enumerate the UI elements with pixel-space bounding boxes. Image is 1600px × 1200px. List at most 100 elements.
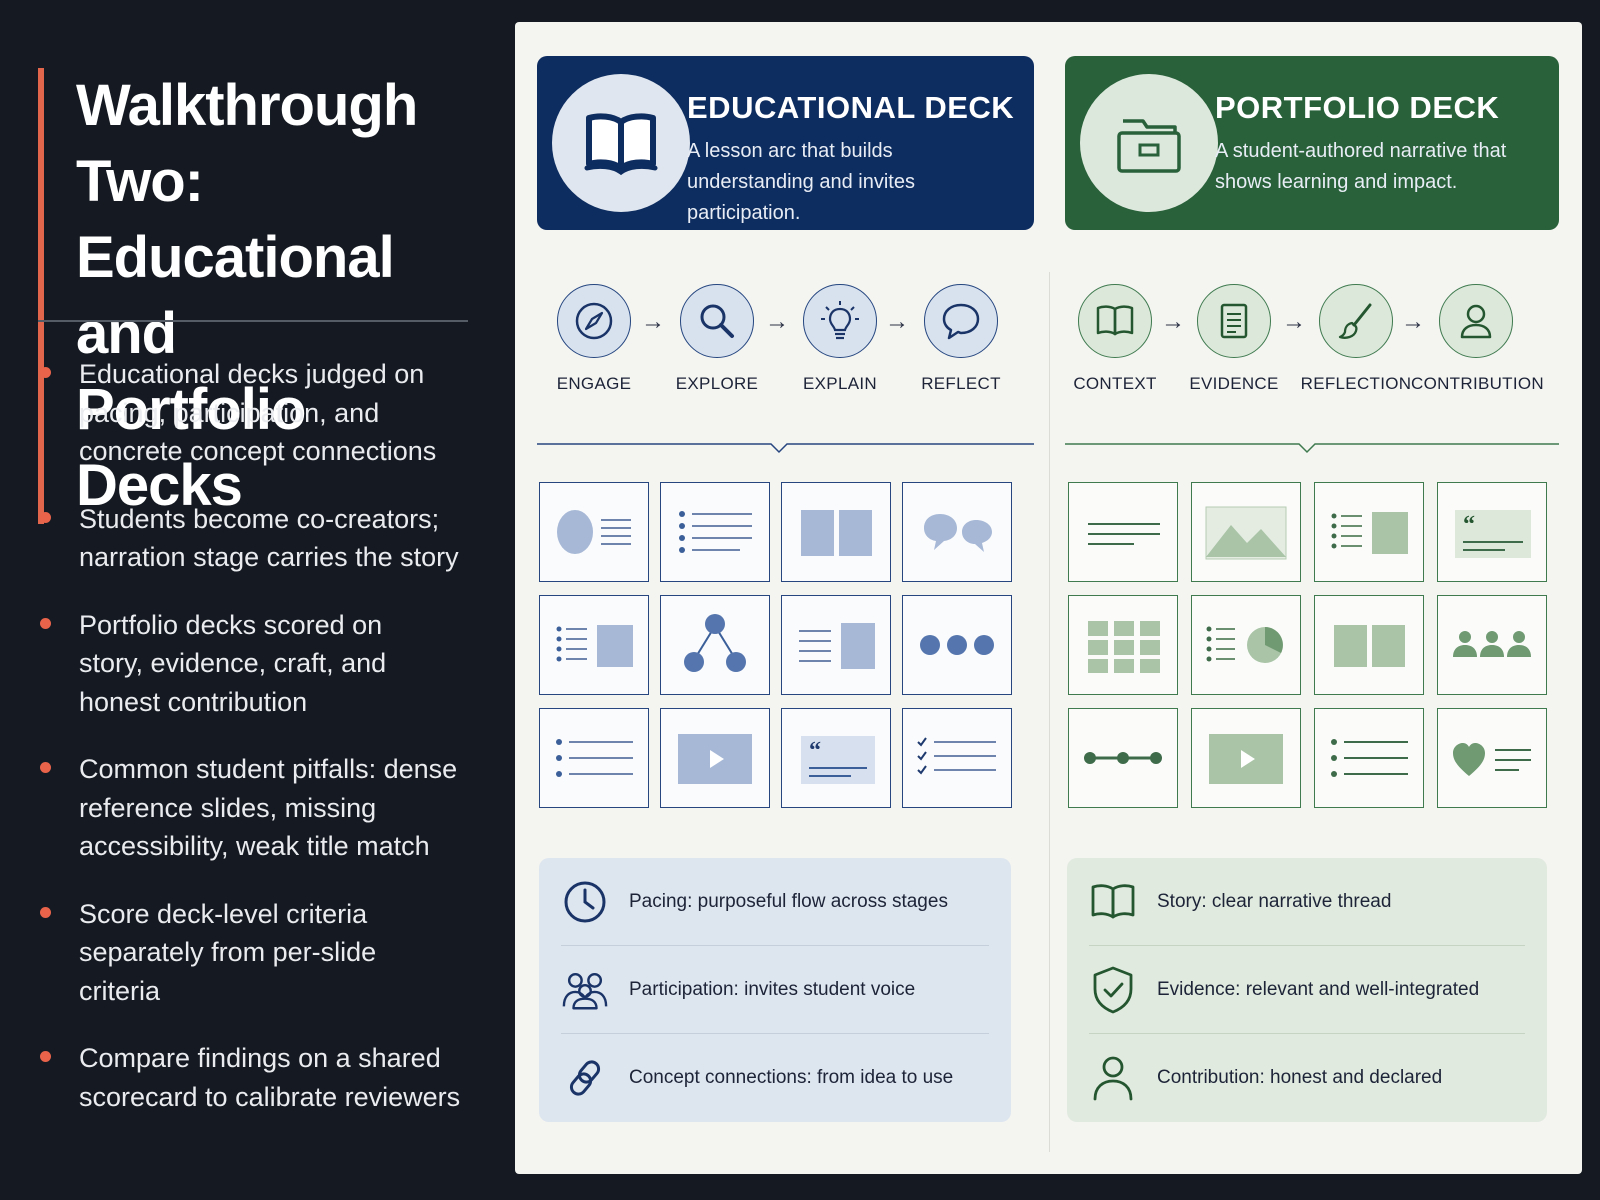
bullet-text-line: concrete concept connections	[79, 436, 437, 466]
list-pie-chart-slide-icon	[1191, 595, 1301, 695]
title-line: Portfolio Decks	[76, 377, 306, 518]
quote-card-slide-icon: “	[1437, 482, 1547, 582]
arrow-right-icon: →	[641, 308, 665, 335]
stage-label: REFLECT	[921, 374, 1001, 393]
bullet-item: Students become co-creators; narration s…	[38, 500, 488, 577]
educational-deck-description: A lesson arc that builds understanding a…	[687, 140, 915, 224]
stage-explore: EXPLORE	[652, 284, 782, 394]
stage-label: EXPLAIN	[803, 374, 877, 393]
bullet-item: Common student pitfalls: dense reference…	[38, 750, 488, 866]
stage-evidence: EVIDENCE	[1169, 284, 1299, 394]
stage-context: CONTEXT	[1050, 284, 1180, 394]
portfolio-deck-title: PORTFOLIO DECK	[1215, 90, 1500, 125]
bullet-text-line: Students become co-creators;	[79, 503, 440, 534]
criterion-row: Evidence: relevant and well-integrated	[1089, 946, 1525, 1034]
bullet-dot-icon	[40, 367, 51, 378]
open-book-icon	[1089, 878, 1137, 926]
speech-bubble-icon	[924, 284, 998, 358]
criterion-row: Participation: invites student voice	[561, 946, 989, 1034]
bullet-text-line: Educational decks judged on	[79, 359, 425, 389]
portfolio-stage-flow: CONTEXT → EVIDENCE → REFLECTION → CONTRI…	[1065, 284, 1559, 434]
dialogue-bubbles-slide-icon	[902, 482, 1012, 582]
clock-icon	[561, 878, 609, 926]
stage-label: REFLECTION	[1300, 374, 1412, 393]
stage-label: ENGAGE	[556, 374, 632, 393]
bullet-text-line: story, evidence, craft, and	[79, 648, 387, 678]
bullet-text-line: criteria	[79, 975, 161, 1006]
arrow-right-icon: →	[1161, 308, 1185, 335]
criterion-text: Participation: invites student voice	[629, 978, 916, 1000]
timeline-slide-icon	[1068, 708, 1178, 808]
bullet-text-line: Common student pitfalls: dense	[79, 754, 458, 784]
criterion-text: Story: clear narrative thread	[1157, 890, 1392, 912]
open-book-icon	[1078, 284, 1152, 358]
svg-text:“: “	[1463, 512, 1475, 538]
checklist-slide-icon	[902, 708, 1012, 808]
bullet-text-line: separately from per-slide	[79, 937, 377, 967]
educational-stage-flow: ENGAGE → EXPLORE → EXPLAIN → REFLECT	[537, 284, 1034, 434]
bullet-item: Score deck-level criteria separately fro…	[38, 895, 488, 1011]
quote-card-slide-icon: “	[781, 708, 891, 808]
slide-title: Walkthrough Two: Educational and Portfol…	[38, 68, 478, 524]
bullet-text-line: Portfolio decks scored on	[79, 609, 383, 640]
list-image-slide-icon	[539, 595, 649, 695]
link-icon	[561, 1054, 609, 1102]
educational-criteria-box: Pacing: purposeful flow across stages Pa…	[539, 858, 1011, 1122]
bullet-list-slide-icon	[1314, 708, 1424, 808]
video-play-slide-icon	[1191, 708, 1301, 808]
open-book-icon	[552, 74, 690, 212]
section-divider	[537, 443, 1034, 454]
brush-icon	[1319, 284, 1393, 358]
bullet-text-line: Compare findings on a shared	[79, 1043, 441, 1073]
criterion-row: Contribution: honest and declared	[1089, 1034, 1525, 1122]
bullet-text-line: scorecard to calibrate reviewers	[79, 1081, 461, 1112]
text-lines-slide-icon	[1068, 482, 1178, 582]
bullet-dot-icon	[40, 906, 51, 918]
magnifier-icon	[680, 284, 754, 358]
document-icon	[1197, 284, 1271, 358]
bullet-dot-icon	[40, 1051, 51, 1062]
person-icon	[1089, 1054, 1137, 1102]
arrow-right-icon: →	[885, 308, 909, 335]
heart-text-slide-icon	[1437, 708, 1547, 808]
svg-text:“: “	[809, 738, 821, 764]
people-icon	[561, 966, 609, 1014]
stage-label: CONTRIBUTION	[1411, 374, 1544, 393]
arrow-right-icon: →	[1401, 308, 1425, 335]
portfolio-deck-description: A student-authored narrative that shows …	[1215, 140, 1507, 193]
bullet-list: Educational decks judged on pacing, part…	[38, 355, 488, 1145]
criterion-row: Pacing: purposeful flow across stages	[561, 858, 989, 946]
portfolio-deck-header: PORTFOLIO DECK A student-authored narrat…	[1065, 56, 1559, 230]
bullet-text-line: narration stage carries the story	[79, 542, 459, 572]
portfolio-criteria-box: Story: clear narrative thread Evidence: …	[1067, 858, 1547, 1122]
list-image-slide-icon	[1314, 482, 1424, 582]
title-line: Educational and	[76, 225, 395, 366]
stage-label: EVIDENCE	[1189, 374, 1279, 393]
two-panels-slide-icon	[781, 482, 891, 582]
stage-label: CONTEXT	[1073, 374, 1157, 393]
bullet-item: Portfolio decks scored on story, evidenc…	[38, 606, 488, 722]
folder-icon	[1080, 74, 1218, 212]
title-line: Walkthrough Two:	[76, 73, 418, 214]
bullet-list-slide-icon	[660, 482, 770, 582]
section-divider	[1065, 443, 1559, 454]
bullet-dot-icon	[40, 617, 51, 629]
bullet-text-line: pacing, participation, and	[79, 397, 380, 428]
bullet-item: Compare findings on a shared scorecard t…	[38, 1039, 488, 1116]
shield-check-icon	[1089, 966, 1137, 1014]
column-divider	[1049, 272, 1050, 1152]
landscape-image-slide-icon	[1191, 482, 1301, 582]
stage-reflection: REFLECTION	[1291, 284, 1421, 394]
bullet-dot-icon	[40, 511, 51, 523]
stage-reflect: REFLECT	[896, 284, 1026, 394]
criterion-text: Pacing: purposeful flow across stages	[629, 890, 948, 912]
circle-text-slide-icon	[539, 482, 649, 582]
portfolio-slide-grid: “	[1068, 482, 1547, 808]
three-dots-slide-icon	[902, 595, 1012, 695]
bullet-text-line: reference slides, missing	[79, 792, 377, 823]
stage-engage: ENGAGE	[529, 284, 659, 394]
bullet-dot-icon	[40, 762, 51, 773]
connected-nodes-slide-icon	[660, 595, 770, 695]
educational-deck-header: EDUCATIONAL DECK A lesson arc that build…	[537, 56, 1034, 230]
bullet-list-slide-icon	[539, 708, 649, 808]
